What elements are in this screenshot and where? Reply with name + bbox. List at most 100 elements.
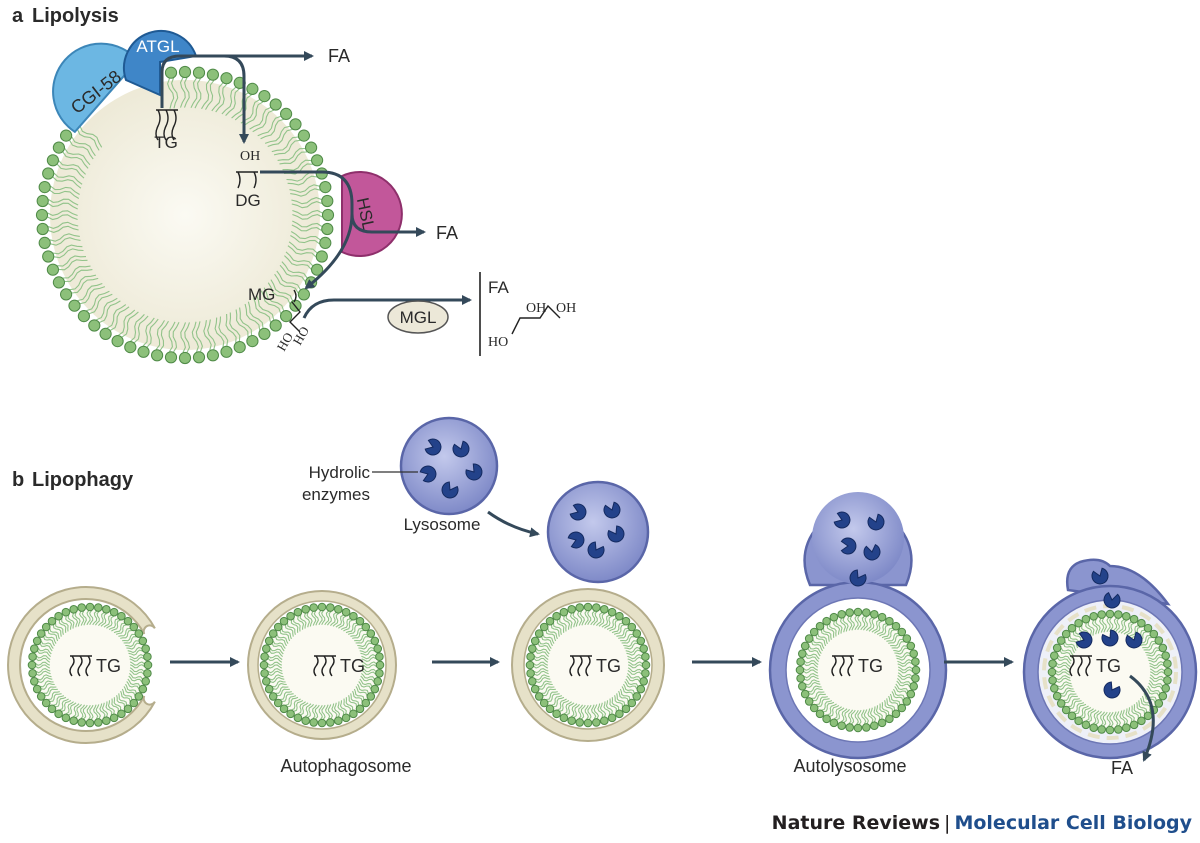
lipid-tail: [1123, 621, 1132, 635]
lipid-tail: [267, 657, 283, 663]
lipid-tail: [805, 653, 820, 660]
lipid-tail: [876, 623, 887, 635]
lipid-tail: [36, 655, 51, 661]
lipid-tail: [168, 321, 176, 352]
lipid-tail: [269, 674, 284, 681]
lipid-head: [141, 644, 150, 654]
lipid-tail: [128, 649, 143, 656]
lipid-tail: [1055, 664, 1071, 670]
lipid-tail: [1085, 708, 1094, 722]
lipid-tail: [625, 678, 639, 687]
lipid-tail: [355, 686, 368, 696]
lipid-tail: [159, 320, 169, 351]
lipid-tail: [50, 237, 81, 246]
lysosome: [399, 416, 499, 516]
lipid-tail: [129, 653, 144, 660]
lipid-tail: [64, 148, 91, 166]
lipid-tail: [1142, 640, 1155, 649]
lipid-tail: [57, 255, 87, 267]
hydrolytic-enzyme: [424, 438, 442, 456]
lipid-tail: [809, 687, 823, 695]
lipid-head: [46, 263, 60, 276]
lipid-head: [534, 629, 544, 638]
lipid-head: [178, 351, 192, 365]
lipid-tail: [49, 233, 80, 242]
lipid-head: [334, 716, 343, 726]
lipid-tail: [1063, 693, 1077, 701]
stage5-tg: TG: [1069, 655, 1121, 677]
fa-product-2: FA: [436, 223, 458, 243]
lipid-tail: [1102, 711, 1108, 727]
lipid-tail: [361, 661, 377, 666]
lipid-tail: [1057, 681, 1072, 688]
lipid-head: [641, 669, 650, 678]
lipid-tail: [803, 673, 819, 679]
lipid-tail: [534, 655, 549, 661]
lipid-tail: [287, 245, 317, 258]
lipid-tail: [563, 616, 571, 630]
lipid-head: [525, 660, 535, 670]
lipid-tail: [38, 676, 53, 684]
lipid-tail: [613, 624, 625, 635]
lipid-head: [69, 716, 78, 726]
lipid-tail: [49, 693, 62, 703]
lipid-tail: [533, 661, 549, 666]
lipid-tail: [627, 669, 642, 675]
lipid-tail: [229, 312, 241, 342]
tg-molecule: [155, 109, 178, 141]
lipid-tail: [889, 693, 901, 705]
lipid-tail: [599, 702, 607, 717]
lipid-head: [85, 718, 95, 728]
lipid-tail: [894, 686, 908, 695]
lipid-tail: [146, 318, 159, 348]
lipid-head: [94, 603, 103, 612]
lipid-tail: [1146, 649, 1160, 657]
lipid-head: [592, 603, 601, 612]
lipid-head: [632, 629, 642, 638]
lipid-tail: [338, 615, 347, 629]
lipid-head: [627, 698, 637, 708]
lipid-head: [528, 677, 537, 686]
lipid-head: [559, 607, 569, 617]
lipid-head: [268, 629, 278, 638]
lipid-head: [293, 607, 303, 617]
lipid-head: [151, 349, 164, 362]
lipid-tail: [239, 307, 253, 336]
lipid-tail: [252, 109, 274, 133]
lipid-tail: [47, 210, 78, 217]
lipid-head: [1074, 716, 1083, 726]
lipid-tail: [98, 612, 105, 626]
lipid-head: [309, 718, 319, 727]
lipid-tail: [1149, 674, 1165, 680]
lipid-head: [77, 310, 91, 323]
lipid-head: [891, 709, 901, 719]
lipid-tail: [895, 683, 909, 692]
lipid-tail: [180, 322, 187, 353]
lipid-tail: [235, 309, 249, 338]
lipid-tail: [73, 703, 80, 718]
lipid-tail: [1145, 647, 1159, 655]
lipid-tail: [1140, 697, 1151, 709]
autolysosome-label: Autolysosome: [793, 756, 906, 776]
lipid-tail: [869, 707, 877, 722]
lipid-head: [1089, 612, 1098, 621]
lipid-tail: [867, 708, 874, 723]
lipid-tail: [267, 664, 283, 669]
lipid-head: [891, 621, 901, 631]
journal-section: Molecular Cell Biology: [954, 812, 1192, 834]
lipid-head: [809, 703, 819, 713]
lipid-tail: [129, 669, 144, 675]
lipid-head: [1056, 699, 1066, 708]
lipid-tail: [58, 259, 88, 271]
hydrolytic-enzyme: [1101, 629, 1119, 647]
lipid-head: [52, 276, 66, 289]
lipid-tail: [225, 313, 237, 343]
lipid-tail: [886, 632, 899, 642]
lipid-head: [853, 607, 863, 617]
lipid-tail: [888, 695, 899, 707]
lipid-tail: [625, 646, 640, 654]
lipid-tail: [620, 633, 633, 642]
lipid-tail: [812, 639, 825, 649]
lipid-tail: [603, 701, 611, 715]
lipid-head: [341, 607, 351, 617]
